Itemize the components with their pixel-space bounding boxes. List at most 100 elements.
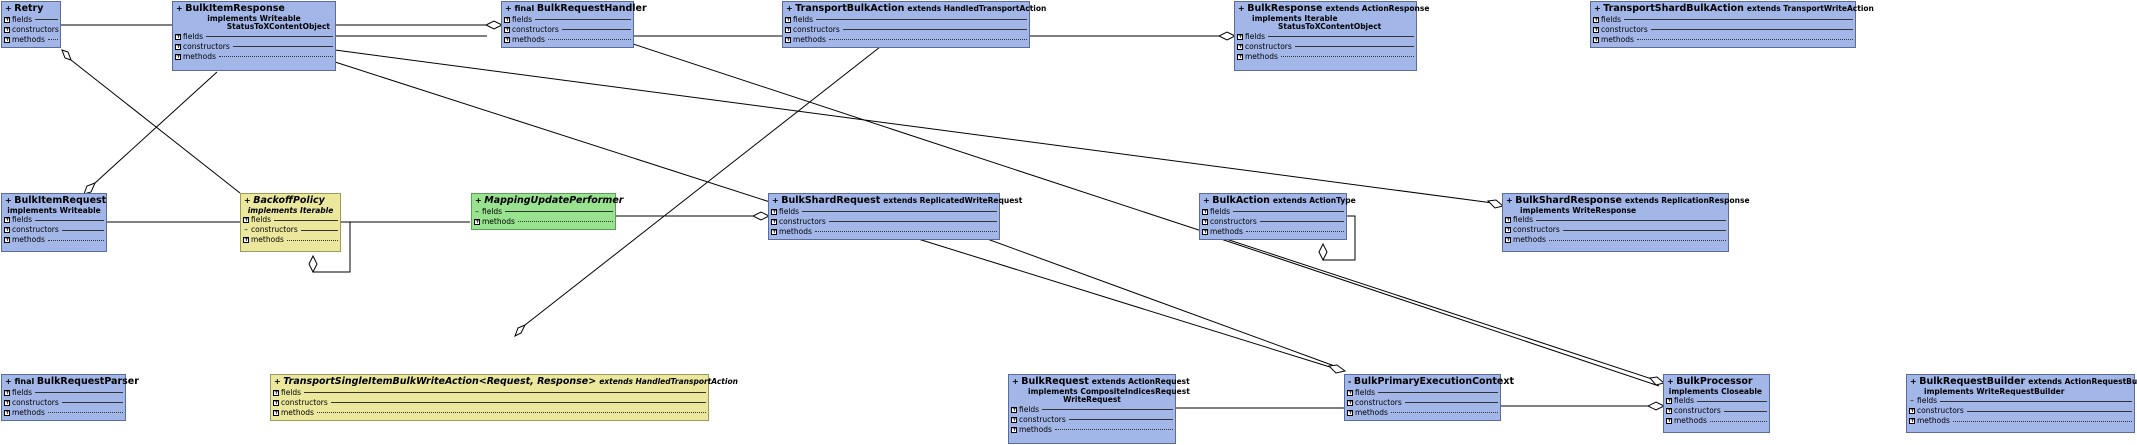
fields-section[interactable]: +fields (271, 388, 708, 398)
constructors-section[interactable]: +constructors (271, 398, 708, 408)
collapse-icon: – (1910, 396, 1914, 406)
fields-section[interactable]: +fields (783, 15, 1029, 25)
class-bulk-request-handler[interactable]: + final BulkRequestHandler +fields +cons… (501, 1, 647, 48)
fields-section[interactable]: +fields (173, 32, 335, 42)
methods-section[interactable]: +methods (502, 35, 633, 45)
expand-icon: + (4, 398, 11, 406)
methods-section[interactable]: +methods (769, 227, 999, 237)
fields-section[interactable]: +fields (241, 215, 340, 225)
fields-section[interactable]: +fields (2, 215, 106, 225)
methods-section[interactable]: +methods (173, 52, 335, 62)
class-bulk-item-request[interactable]: + BulkItemRequest implements Writeable +… (1, 193, 107, 252)
constructors-section[interactable]: +constructors (1345, 398, 1500, 408)
constructors-section[interactable]: +constructors (502, 25, 633, 35)
methods-section[interactable]: +methods (1235, 52, 1416, 62)
constructors-section[interactable]: +constructors (173, 42, 335, 52)
class-name: BulkItemResponse (185, 3, 285, 14)
constructors-section[interactable]: +constructors (783, 25, 1029, 35)
edge-bulk-item-response-bulk-item-request (94, 71, 218, 184)
class-name: BulkItemRequest (14, 195, 107, 206)
fields-section[interactable]: +fields (1591, 15, 1855, 25)
methods-section[interactable]: +methods (1503, 235, 1728, 245)
constructors-section[interactable]: +constructors (1009, 415, 1175, 425)
constructors-section[interactable]: +constructors (2, 398, 125, 408)
class-implements-2: StatusToXContentObject (226, 22, 330, 31)
fields-section[interactable]: +fields (1503, 215, 1728, 225)
expand-icon: + (4, 226, 11, 233)
class-name: TransportBulkAction (795, 3, 905, 14)
class-implements: implements Writeable (207, 13, 301, 23)
expand-icon: + (243, 216, 250, 223)
methods-section[interactable]: +methods (1345, 408, 1500, 418)
constructors-section[interactable]: +constructors (1664, 406, 1769, 416)
methods-section[interactable]: +methods (472, 217, 615, 227)
expand-icon: + (1593, 35, 1600, 43)
expand-icon: + (4, 35, 11, 43)
expand-icon: + (1347, 398, 1354, 406)
methods-section[interactable]: +methods (1907, 416, 2134, 426)
constructors-section[interactable]: +constructors (1591, 25, 1855, 35)
constructors-section[interactable]: –constructors (241, 225, 340, 235)
fields-section[interactable]: –fields (1907, 396, 2134, 406)
class-name: BackoffPolicy (253, 195, 325, 206)
methods-section[interactable]: +methods (1200, 227, 1346, 237)
fields-section[interactable]: –fields (472, 207, 615, 217)
constructors-section[interactable]: +constructors (1200, 217, 1346, 227)
expand-icon: + (785, 15, 792, 23)
methods-section[interactable]: +methods (241, 235, 340, 245)
class-header: + final BulkRequestParser (5, 376, 139, 387)
methods-section[interactable]: +methods (2, 235, 106, 245)
class-bulk-processor[interactable]: + BulkProcessor implements Closeable +fi… (1663, 374, 1770, 433)
methods-section[interactable]: +methods (2, 408, 125, 418)
class-bulk-request-parser[interactable]: + final BulkRequestParser +fields +const… (1, 374, 139, 421)
fields-section[interactable]: +fields (2, 388, 125, 398)
aggregation-diamond (751, 211, 771, 221)
class-backoff-policy[interactable]: + BackoffPolicy implements Iterable +fie… (240, 193, 341, 252)
fields-section[interactable]: +fields (1235, 32, 1416, 42)
fields-section[interactable]: +fields (1009, 405, 1175, 415)
fields-section[interactable]: +fields (769, 207, 999, 217)
edge-bulk-item-response-bulk-shard-response (334, 49, 1494, 204)
expand-icon: + (474, 217, 481, 225)
constructors-section[interactable]: +constructors (769, 217, 999, 227)
expand-icon: + (771, 207, 778, 215)
class-name: BulkAction (1212, 195, 1270, 206)
aggregation-diamond (1327, 364, 1347, 374)
methods-section[interactable]: +methods (1009, 425, 1175, 435)
expand-icon: + (771, 227, 778, 235)
fields-section[interactable]: +fields (1345, 388, 1500, 398)
constructors-section[interactable]: +constructors (4, 24, 59, 34)
methods-section[interactable]: +methods (271, 408, 708, 418)
class-retry[interactable]: + Retry +fields +constructors +methods (1, 1, 61, 48)
constructors-section[interactable]: +constructors (1907, 406, 2134, 416)
expand-icon: + (1202, 207, 1209, 215)
methods-section[interactable]: +methods (1664, 416, 1769, 426)
methods-section[interactable]: +methods (783, 35, 1029, 45)
class-implements-2: WriteRequest (1063, 395, 1121, 404)
constructors-section[interactable]: +constructors (1503, 225, 1728, 235)
expand-icon: + (175, 32, 182, 40)
methods-section[interactable]: +methods (2, 35, 60, 45)
constructors-section[interactable]: +constructors (1235, 42, 1416, 52)
fields-section[interactable]: +fields (1200, 207, 1346, 217)
fields-section[interactable]: +fields (502, 15, 633, 25)
constructors-section[interactable]: +constructors (2, 225, 106, 235)
class-transport-single-item-bulk-write-action[interactable]: + TransportSingleItemBulkWriteAction<Req… (270, 374, 738, 421)
fields-section[interactable]: +fields (2, 15, 60, 25)
expand-icon: + (1347, 408, 1354, 416)
class-bulk-primary-execution-context[interactable]: - BulkPrimaryExecutionContext +fields +c… (1344, 374, 1514, 421)
class-bulk-item-response[interactable]: + BulkItemResponse implements Writeable … (172, 1, 336, 71)
fields-section[interactable]: +fields (1664, 396, 1769, 406)
aggregation-diamond (514, 324, 527, 338)
class-mapping-update-performer[interactable]: + MappingUpdatePerformer –fields +method… (471, 193, 623, 230)
methods-section[interactable]: +methods (1591, 35, 1855, 45)
